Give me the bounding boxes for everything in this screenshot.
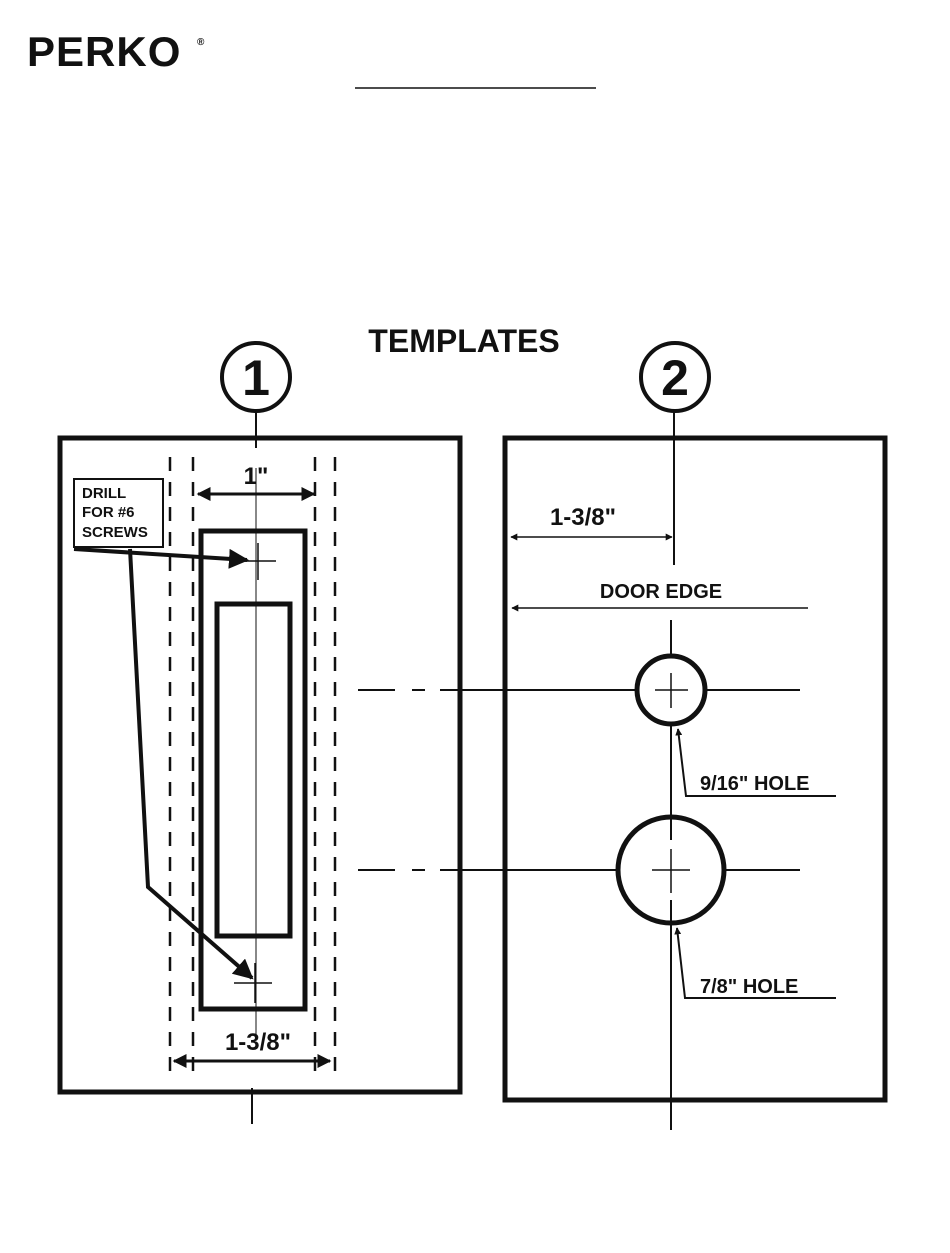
dimension-1-3-8-label: 1-3/8" — [225, 1029, 291, 1056]
large-hole-label: 7/8" HOLE — [700, 976, 798, 998]
drill-leader-top — [74, 549, 247, 560]
template-2: 2 1-3/8" DOOR EDGE 9/16 — [358, 343, 885, 1130]
small-hole-label: 9/16" HOLE — [700, 773, 810, 795]
drill-note-line-3: SCREWS — [82, 524, 148, 541]
template-2-number: 2 — [661, 350, 689, 406]
logo-text: PERKO — [27, 28, 181, 75]
drill-note-line-2: FOR #6 — [82, 504, 135, 521]
perko-logo: PERKO ® — [27, 28, 205, 75]
registered-mark: ® — [197, 37, 205, 48]
edge-dimension-label: 1-3/8" — [550, 504, 616, 531]
page-title: TEMPLATES — [368, 323, 559, 359]
mortise-cutout-outline — [217, 604, 290, 936]
drill-note-line-1: DRILL — [82, 485, 126, 502]
dimension-1-inch-label: 1" — [244, 463, 269, 490]
template-1-number: 1 — [242, 350, 270, 406]
drill-leader-bottom — [130, 549, 252, 978]
door-edge-label: DOOR EDGE — [600, 581, 722, 603]
template-1: 1 1" DRILL FOR #6 SCREWS — [60, 343, 460, 1124]
